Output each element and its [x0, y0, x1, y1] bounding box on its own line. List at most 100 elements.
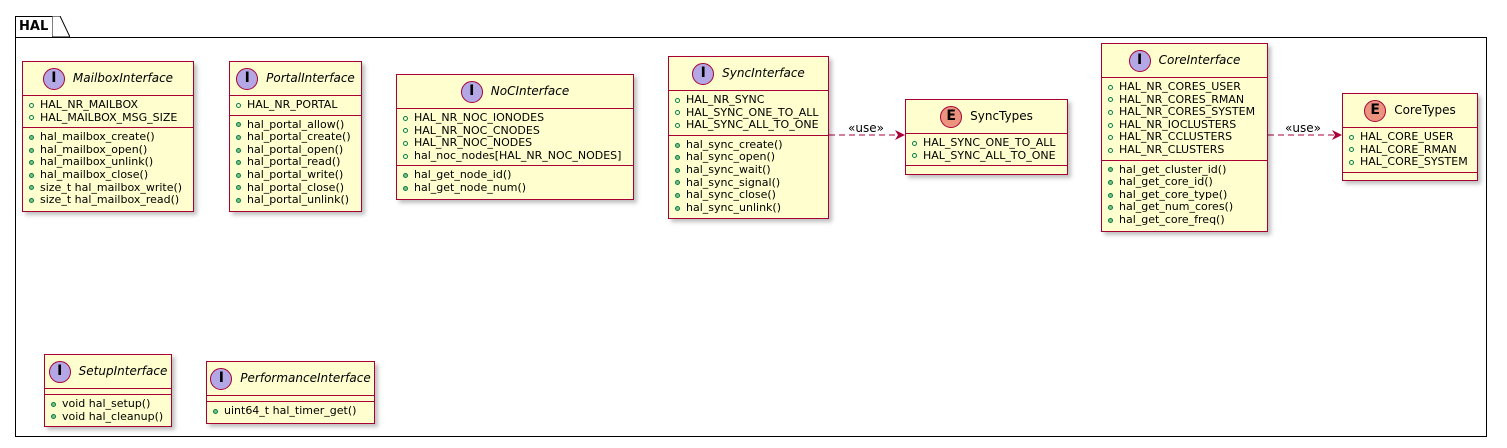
public-method-icon: [1108, 217, 1113, 223]
field-name: HAL_NR_IOCLUSTERS: [1119, 117, 1237, 131]
method-row: hal_sync_signal(): [675, 175, 824, 190]
public-field-icon: [1108, 122, 1113, 128]
field-row: HAL_NR_NOC_CNODES: [403, 123, 629, 138]
class-name: SyncInterface: [722, 66, 805, 81]
package-tab-corner: [52, 16, 70, 38]
method-row: hal_sync_create(): [675, 137, 824, 152]
field-row: HAL_SYNC_ONE_TO_ALL: [675, 106, 824, 120]
method-row: hal_portal_unlink(): [236, 194, 357, 207]
field-name: HAL_CORE_SYSTEM: [1360, 155, 1468, 169]
interface-stereotype-icon: I: [236, 67, 259, 90]
method-name: hal_get_core_id(): [1119, 175, 1213, 189]
public-method-icon: [675, 180, 680, 186]
field-name: HAL_NR_NOC_CNODES: [414, 123, 540, 137]
method-name: void hal_cleanup(): [62, 409, 164, 423]
class-performance-interface[interactable]: I PerformanceInterface uint64_t hal_timer_…: [206, 361, 375, 424]
method-row: size_t hal_mailbox_read(): [29, 194, 189, 207]
public-method-icon: [675, 142, 680, 148]
field-row: HAL_SYNC_ONE_TO_ALL: [912, 136, 1063, 150]
class-name: PerformanceInterface: [240, 371, 371, 386]
public-method-icon: [403, 185, 408, 191]
method-row: hal_mailbox_unlink(): [29, 156, 189, 169]
public-field-icon: [403, 140, 408, 146]
field-name: HAL_CORE_USER: [1360, 130, 1454, 143]
methods-section: uint64_t hal_timer_get(): [207, 401, 374, 421]
method-row: hal_mailbox_close(): [29, 168, 189, 182]
method-row: hal_mailbox_open(): [29, 143, 189, 157]
methods-section: hal_portal_allow()hal_portal_create()hal…: [230, 114, 361, 210]
methods-section: [906, 165, 1067, 171]
methods-section: void hal_setup()void hal_cleanup(): [45, 394, 171, 426]
interface-stereotype-icon: I: [42, 67, 65, 90]
public-method-icon: [236, 172, 241, 178]
public-field-icon: [403, 115, 408, 121]
public-method-icon: [29, 147, 34, 153]
method-name: hal_portal_allow(): [247, 117, 345, 131]
field-row: hal_noc_nodes[HAL_NR_NOC_NODES]: [403, 149, 629, 163]
method-row: void hal_cleanup(): [51, 409, 167, 424]
enum-stereotype-icon: E: [940, 105, 963, 128]
field-row: HAL_NR_CORES_SYSTEM: [1108, 106, 1263, 119]
field-name: HAL_NR_NOC_NODES: [414, 136, 533, 150]
field-name: HAL_NR_CORES_SYSTEM: [1119, 105, 1256, 119]
method-name: hal_portal_read(): [247, 155, 341, 169]
class-name: MailboxInterface: [72, 71, 174, 86]
public-field-icon: [1108, 97, 1113, 103]
method-row: size_t hal_mailbox_write(): [29, 181, 189, 195]
public-field-icon: [1349, 134, 1354, 140]
method-row: hal_portal_write(): [236, 168, 357, 182]
public-field-icon: [675, 110, 680, 116]
public-field-icon: [1108, 135, 1113, 141]
public-field-icon: [236, 102, 241, 108]
method-row: hal_get_core_freq(): [1108, 213, 1263, 227]
methods-section: hal_sync_create()hal_sync_open()hal_sync…: [669, 134, 828, 218]
interface-stereotype-icon: I: [210, 367, 233, 390]
class-header: I PerformanceInterface: [207, 362, 374, 396]
field-row: HAL_NR_MAILBOX: [29, 98, 189, 112]
method-name: hal_sync_signal(): [686, 175, 781, 189]
method-name: hal_mailbox_unlink(): [40, 155, 154, 169]
method-name: hal_portal_unlink(): [247, 193, 350, 207]
field-name: HAL_NR_CCLUSTERS: [1119, 130, 1233, 144]
field-name: HAL_NR_SYNC: [686, 93, 765, 106]
public-field-icon: [1349, 147, 1354, 153]
methods-section: hal_get_cluster_id()hal_get_core_id()hal…: [1102, 159, 1267, 230]
public-method-icon: [29, 185, 34, 191]
interface-stereotype-icon: I: [1128, 49, 1151, 72]
method-name: hal_sync_create(): [686, 137, 783, 151]
package-name: HAL: [19, 19, 49, 34]
method-name: hal_get_node_id(): [414, 168, 512, 182]
public-method-icon: [675, 205, 680, 211]
method-row: hal_portal_read(): [236, 156, 357, 169]
method-row: void hal_setup(): [51, 397, 167, 411]
field-row: HAL_NR_CORES_USER: [1108, 80, 1263, 94]
method-row: hal_get_node_num(): [403, 181, 629, 195]
method-name: void hal_setup(): [62, 397, 151, 410]
class-name: NoCInterface: [490, 84, 570, 99]
arrow-head-core: [1332, 130, 1342, 140]
method-name: hal_get_cluster_id(): [1119, 162, 1227, 176]
field-name: HAL_NR_CORES_USER: [1119, 80, 1241, 93]
public-field-icon: [29, 102, 34, 108]
public-field-icon: [912, 153, 917, 159]
class-name: CoreInterface: [1158, 53, 1241, 68]
public-method-icon: [1108, 192, 1113, 198]
method-row: hal_sync_wait(): [675, 163, 824, 177]
field-row: HAL_NR_NOC_IONODES: [403, 111, 629, 125]
field-row: HAL_CORE_RMAN: [1349, 143, 1473, 157]
public-method-icon: [403, 173, 408, 179]
